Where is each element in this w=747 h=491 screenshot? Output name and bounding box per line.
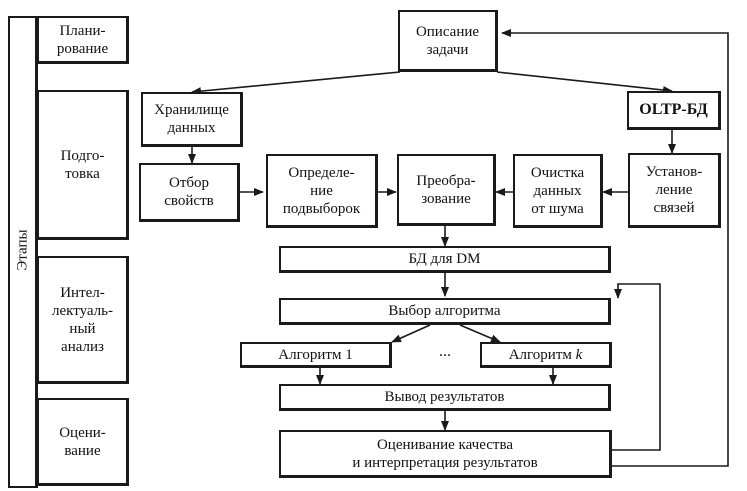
node-noise-cleaning: Очистка данных от шума bbox=[513, 154, 603, 228]
stage-planning: Плани- рование bbox=[37, 16, 129, 64]
node-dm-database: БД для DM bbox=[279, 246, 611, 273]
node-algorithm-choice: Выбор алгоритма bbox=[279, 298, 611, 325]
arrow-choice-to-alg1 bbox=[391, 324, 431, 343]
node-algorithm-k: Алгоритм k bbox=[480, 342, 612, 368]
node-algorithm-1: Алгоритм 1 bbox=[240, 342, 392, 368]
node-results-output: Вывод результатов bbox=[279, 384, 611, 411]
node-subsample: Определе- ние подвыборок bbox=[266, 154, 378, 228]
node-transformation: Преобра- зование bbox=[397, 154, 496, 226]
feedback-to-task bbox=[501, 29, 729, 467]
ellipsis: ... bbox=[439, 343, 451, 360]
node-task-description: Описание задачи bbox=[398, 10, 498, 72]
arrow-task-to-warehouse bbox=[191, 71, 401, 96]
node-data-warehouse: Хранилище данных bbox=[141, 92, 243, 147]
arrow-choice-to-algk bbox=[459, 324, 501, 343]
node-feature-selection: Отбор свойств bbox=[139, 163, 240, 222]
stage-preparation: Подго- товка bbox=[37, 90, 129, 240]
stages-column bbox=[8, 16, 38, 488]
feedback-to-algorithm-choice bbox=[612, 283, 661, 451]
algorithm-k-prefix: Алгоритм bbox=[508, 346, 576, 363]
node-quality-evaluation: Оценивание качества и интерпретация резу… bbox=[279, 430, 612, 478]
algorithm-k-variable: k bbox=[575, 346, 583, 363]
stage-mining: Интел- лектуаль- ный анализ bbox=[37, 256, 129, 384]
stage-evaluation: Оцени- вание bbox=[37, 398, 129, 486]
node-link-establishment: Установ- ление связей bbox=[628, 153, 721, 228]
arrow-task-to-oltp bbox=[496, 71, 673, 95]
node-oltp-db: OLTP-БД bbox=[627, 91, 721, 130]
